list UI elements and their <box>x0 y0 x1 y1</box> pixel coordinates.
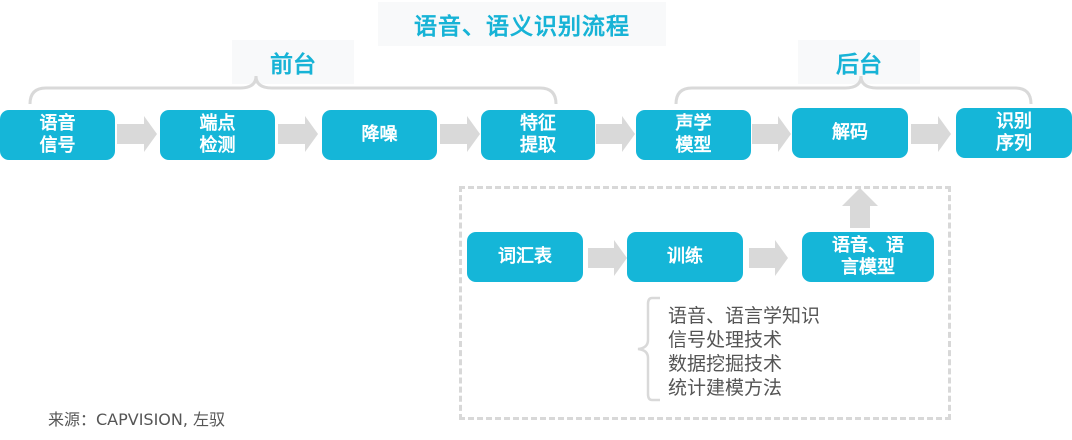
node-speech-signal: 语音 信号 <box>0 110 115 160</box>
node-training: 训练 <box>627 232 743 282</box>
node-feature-extraction: 特征 提取 <box>481 110 595 160</box>
arrow-icon <box>596 116 635 152</box>
knowledge-item: 语音、语言学知识 <box>668 305 821 327</box>
node-speech-language-model: 语音、语 言模型 <box>802 232 934 282</box>
arrow-icon <box>117 116 157 152</box>
front-stage-label: 前台 <box>232 40 354 84</box>
knowledge-item: 信号处理技术 <box>668 329 783 351</box>
arrow-icon <box>752 116 791 152</box>
node-acoustic-model: 声学 模型 <box>636 110 751 160</box>
node-noise-reduction: 降噪 <box>322 110 437 160</box>
node-decoding: 解码 <box>792 108 908 158</box>
knowledge-list: 语音、语言学知识 信号处理技术 数据挖掘技术 统计建模方法 <box>668 304 820 400</box>
arrow-icon <box>911 116 951 152</box>
knowledge-item: 数据挖掘技术 <box>668 353 783 375</box>
arrow-icon <box>440 116 480 152</box>
back-stage-label: 后台 <box>798 40 920 84</box>
diagram-title: 语音、语义识别流程 <box>378 2 666 46</box>
source-note: 来源：CAPVISION, 左驭 <box>48 410 226 429</box>
node-vocabulary: 词汇表 <box>467 232 583 282</box>
node-endpoint-detection: 端点 检测 <box>160 110 275 160</box>
node-recognition-sequence: 识别 序列 <box>956 108 1072 158</box>
training-dashed-box <box>459 186 951 420</box>
arrow-icon <box>278 116 318 152</box>
knowledge-item: 统计建模方法 <box>668 377 783 399</box>
